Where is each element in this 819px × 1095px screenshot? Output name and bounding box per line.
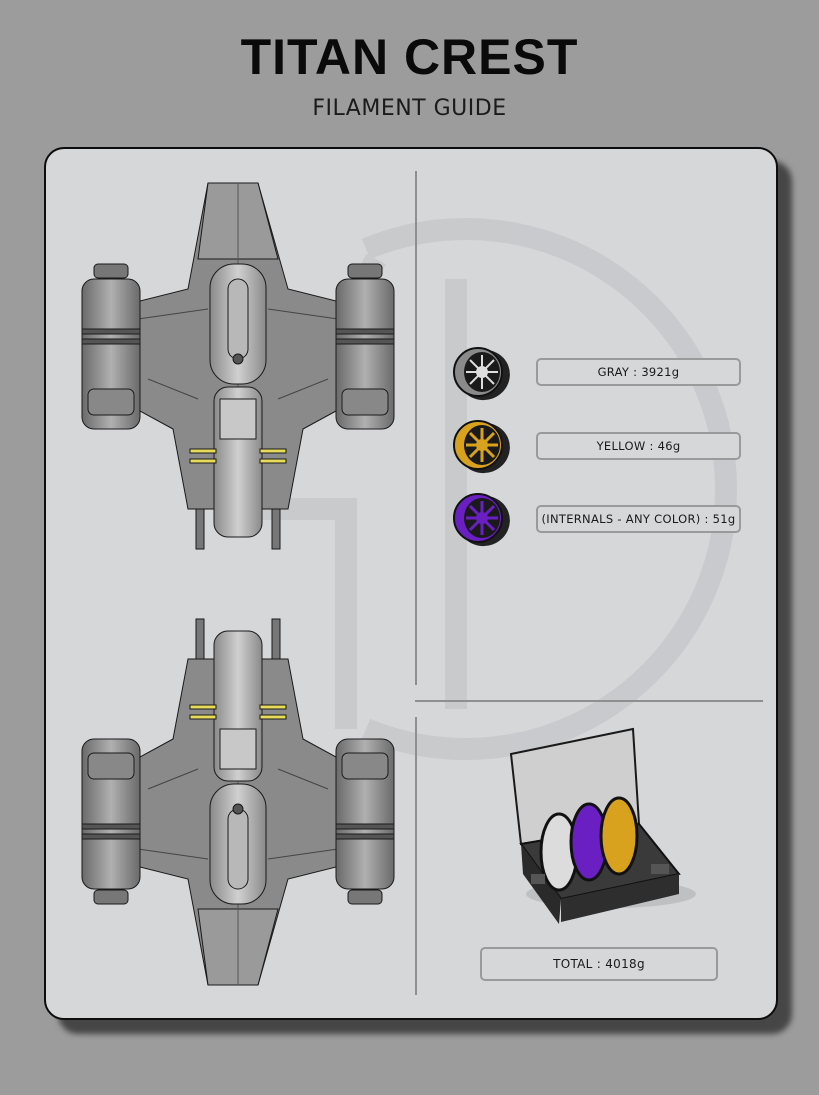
vertical-divider-bottom: [415, 717, 417, 995]
gray-filament-label: GRAY : 3921g: [536, 358, 741, 386]
guide-panel: GRAY : 3921g YELLOW : 46g (INTERNALS - A…: [44, 147, 778, 1020]
horizontal-divider: [415, 700, 763, 702]
ship-top-view: [81, 182, 395, 550]
total-label: TOTAL : 4018g: [480, 947, 718, 981]
yellow-filament-spool-icon: [453, 420, 510, 474]
page-subtitle: FILAMENT GUIDE: [312, 96, 507, 121]
ship-bottom-view: [81, 618, 395, 986]
internals-filament-label: (INTERNALS - ANY COLOR) : 51g: [536, 505, 741, 533]
purple-filament-spool-icon: [453, 493, 510, 547]
vertical-divider-top: [415, 171, 417, 685]
gray-filament-spool-icon: [453, 347, 510, 401]
filament-box-illustration: [509, 727, 696, 924]
yellow-filament-label: YELLOW : 46g: [536, 432, 741, 460]
page-title: TITAN CREST: [240, 29, 579, 85]
